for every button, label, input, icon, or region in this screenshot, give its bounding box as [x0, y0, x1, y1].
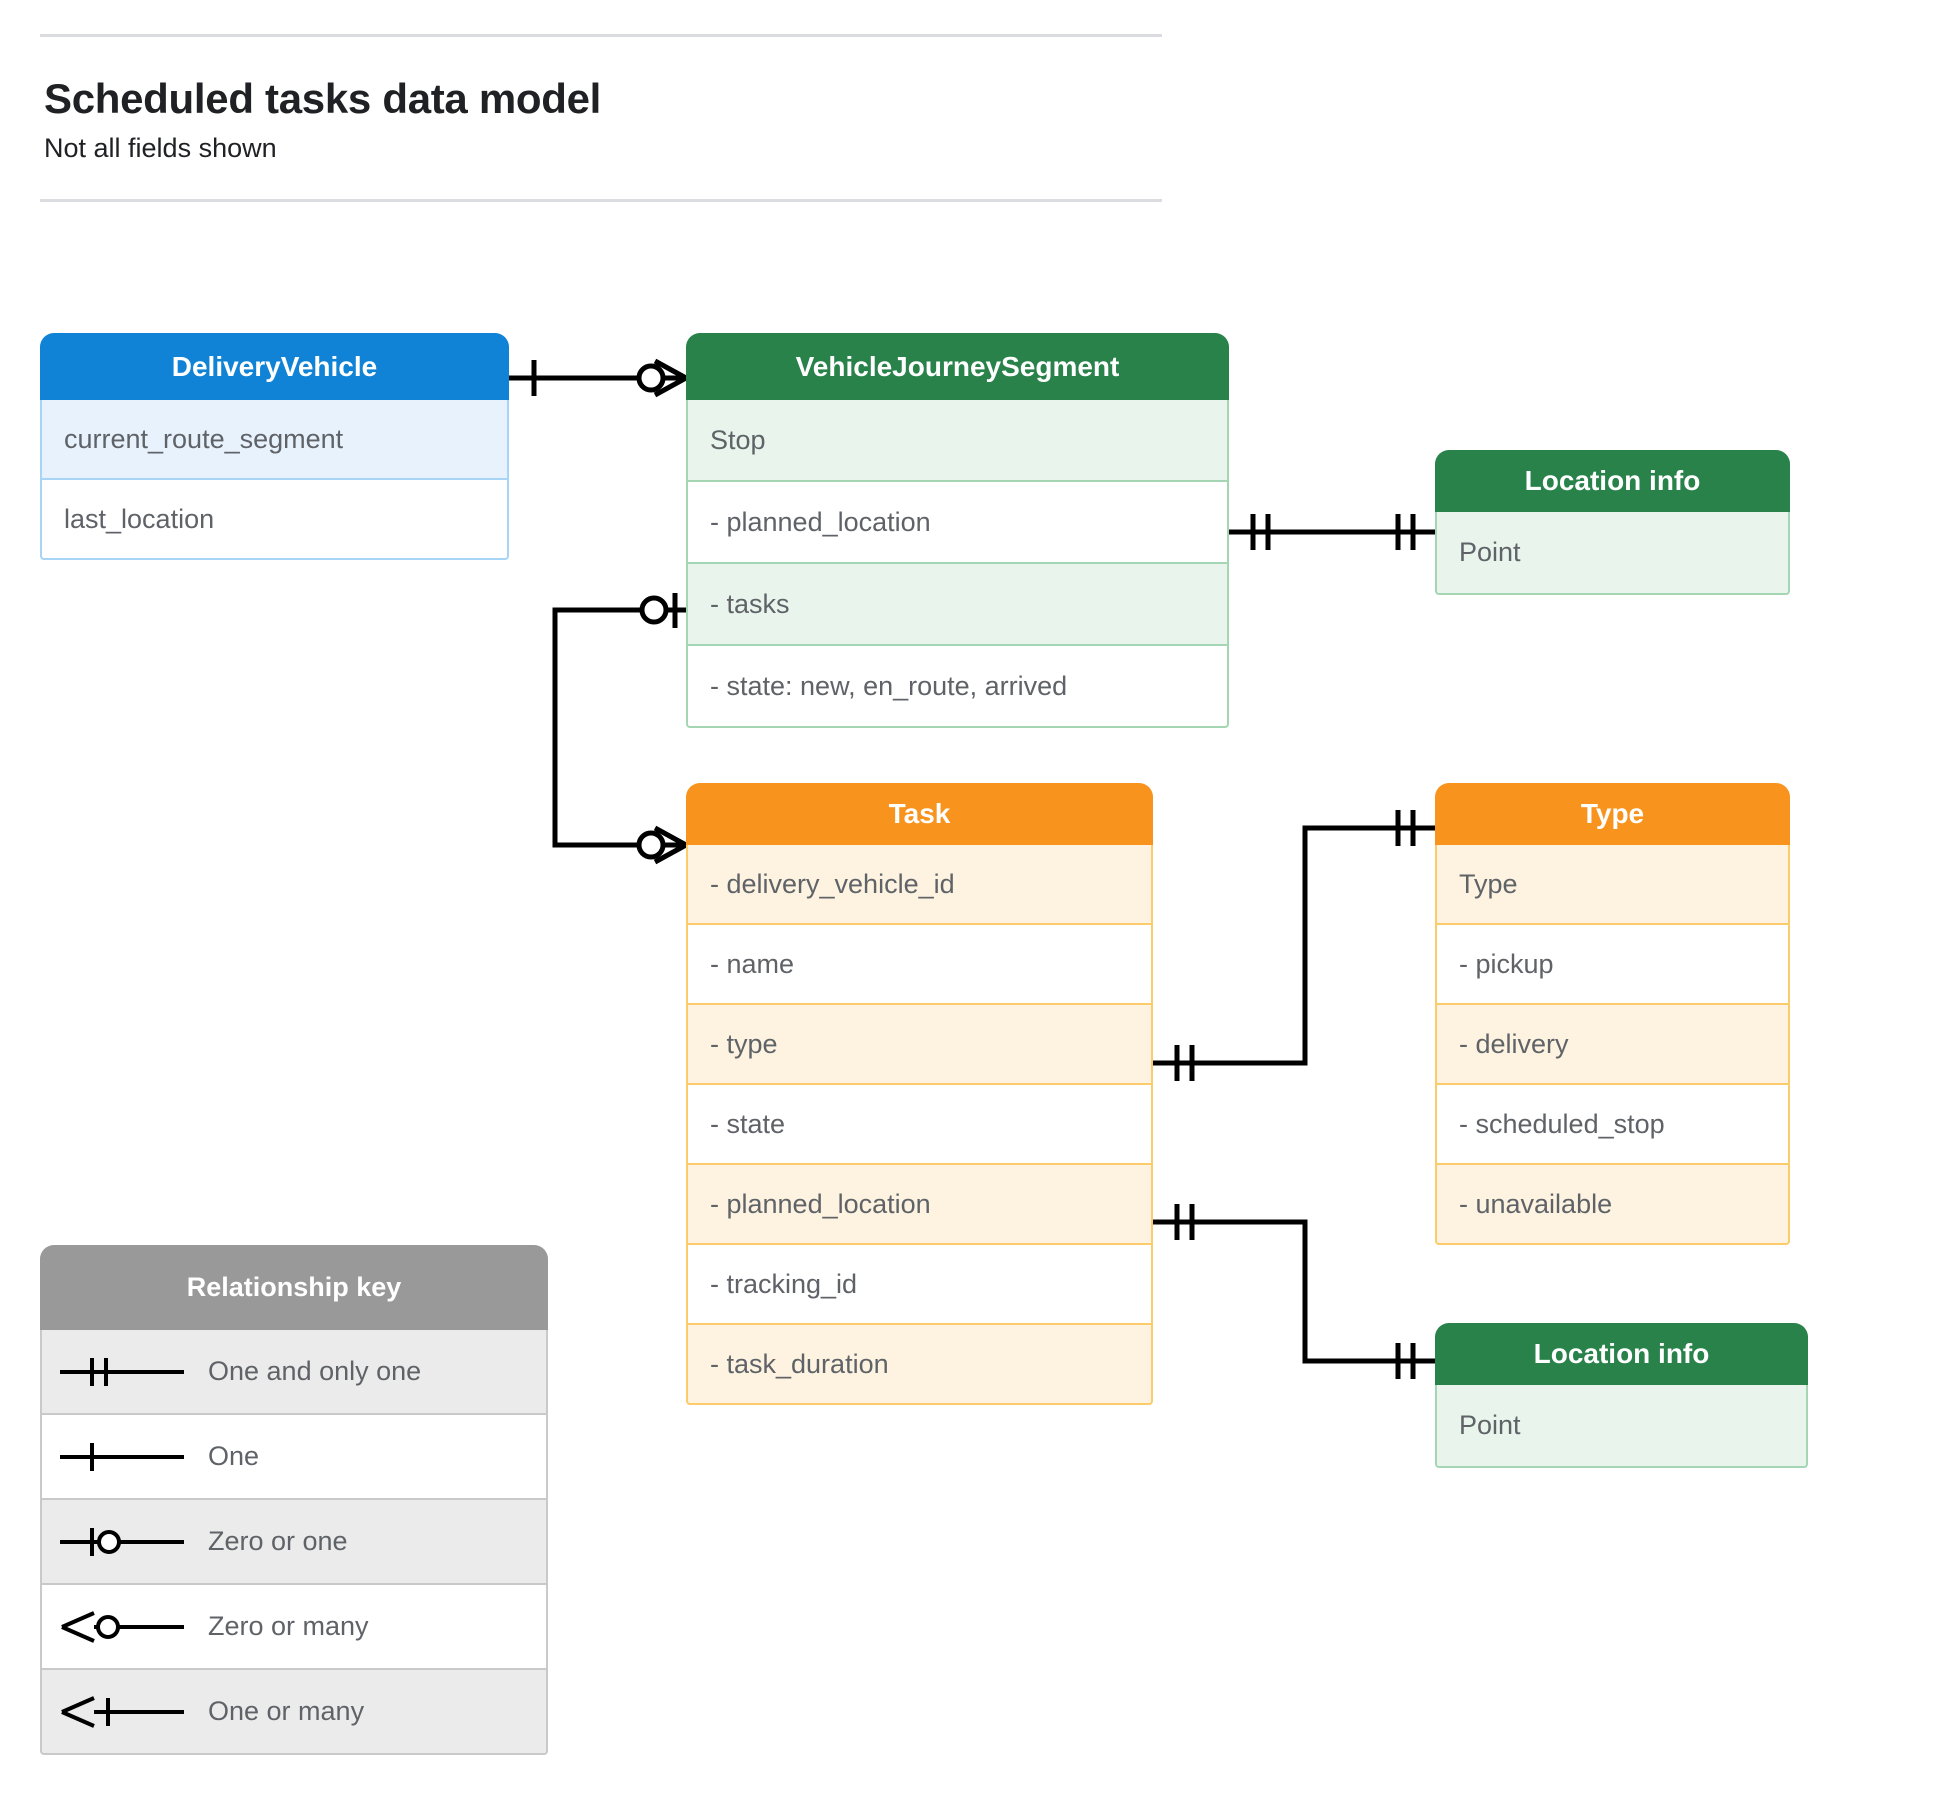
- field-row[interactable]: - state: new, en_route, arrived: [686, 646, 1229, 728]
- page-header: Scheduled tasks data model Not all field…: [40, 34, 1162, 202]
- entity-delivery-vehicle[interactable]: DeliveryVehicle current_route_segment la…: [40, 333, 509, 560]
- entity-task-rows: - delivery_vehicle_id - name - type - st…: [686, 845, 1153, 1405]
- entity-vehicle-journey-segment-rows: Stop - planned_location - tasks - state:…: [686, 400, 1229, 728]
- zero-or-many-icon: [42, 1605, 202, 1649]
- field-row[interactable]: - name: [686, 925, 1153, 1005]
- legend-item-label: One: [208, 1441, 260, 1471]
- entity-location-info-bottom-rows: Point: [1435, 1385, 1808, 1468]
- legend-item-zero-or-many[interactable]: Zero or many: [40, 1585, 548, 1670]
- entity-location-info-top-title: Location info: [1435, 450, 1790, 512]
- entity-delivery-vehicle-rows: current_route_segment last_location: [40, 400, 509, 560]
- legend-item-label: Zero or one: [208, 1526, 348, 1556]
- zero-or-one-icon: [42, 1520, 202, 1564]
- field-row[interactable]: - delivery: [1435, 1005, 1790, 1085]
- entity-location-info-top[interactable]: Location info Point: [1435, 450, 1790, 595]
- field-row[interactable]: Point: [1435, 1385, 1808, 1468]
- legend-item-zero-or-one[interactable]: Zero or one: [40, 1500, 548, 1585]
- page-title: Scheduled tasks data model: [44, 75, 602, 122]
- legend-item-label: One or many: [208, 1696, 365, 1726]
- legend-item-label: One and only one: [208, 1356, 422, 1386]
- field-row[interactable]: - unavailable: [1435, 1165, 1790, 1245]
- field-row[interactable]: - planned_location: [686, 482, 1229, 564]
- entity-type-rows: Type - pickup - delivery - scheduled_sto…: [1435, 845, 1790, 1245]
- legend-item-label: Zero or many: [208, 1611, 369, 1641]
- field-row[interactable]: - scheduled_stop: [1435, 1085, 1790, 1165]
- entity-location-info-bottom-title: Location info: [1435, 1323, 1808, 1385]
- entity-type-title: Type: [1435, 783, 1790, 845]
- field-row[interactable]: - delivery_vehicle_id: [686, 845, 1153, 925]
- field-row[interactable]: - task_duration: [686, 1325, 1153, 1405]
- legend-item-one-and-only-one[interactable]: One and only one: [40, 1330, 548, 1415]
- entity-delivery-vehicle-title: DeliveryVehicle: [40, 333, 509, 400]
- one-and-only-one-icon: [42, 1350, 202, 1394]
- field-row[interactable]: current_route_segment: [40, 400, 509, 480]
- entity-location-info-top-rows: Point: [1435, 512, 1790, 595]
- field-row[interactable]: last_location: [40, 480, 509, 560]
- field-row[interactable]: - pickup: [1435, 925, 1790, 1005]
- header-rule-top: [40, 34, 1162, 37]
- field-row[interactable]: - state: [686, 1085, 1153, 1165]
- field-row[interactable]: - tasks: [686, 564, 1229, 646]
- legend-item-one-or-many[interactable]: One or many: [40, 1670, 548, 1755]
- legend-item-one[interactable]: One: [40, 1415, 548, 1500]
- entity-type[interactable]: Type Type - pickup - delivery - schedule…: [1435, 783, 1790, 1245]
- field-row[interactable]: - tracking_id: [686, 1245, 1153, 1325]
- entity-vehicle-journey-segment-title: VehicleJourneySegment: [686, 333, 1229, 400]
- legend-relationship-key[interactable]: Relationship key One and only one: [40, 1245, 548, 1755]
- entity-task[interactable]: Task - delivery_vehicle_id - name - type…: [686, 783, 1153, 1405]
- legend-title: Relationship key: [40, 1245, 548, 1330]
- entity-task-title: Task: [686, 783, 1153, 845]
- field-row[interactable]: - planned_location: [686, 1165, 1153, 1245]
- page-subtitle: Not all fields shown: [44, 133, 277, 164]
- header-rule-bottom: [40, 198, 1162, 202]
- one-or-many-icon: [42, 1690, 202, 1734]
- field-row[interactable]: Stop: [686, 400, 1229, 482]
- entity-vehicle-journey-segment[interactable]: VehicleJourneySegment Stop - planned_loc…: [686, 333, 1229, 728]
- field-row[interactable]: Type: [1435, 845, 1790, 925]
- one-icon: [42, 1435, 202, 1479]
- field-row[interactable]: - type: [686, 1005, 1153, 1085]
- field-row[interactable]: Point: [1435, 512, 1790, 595]
- entity-location-info-bottom[interactable]: Location info Point: [1435, 1323, 1808, 1468]
